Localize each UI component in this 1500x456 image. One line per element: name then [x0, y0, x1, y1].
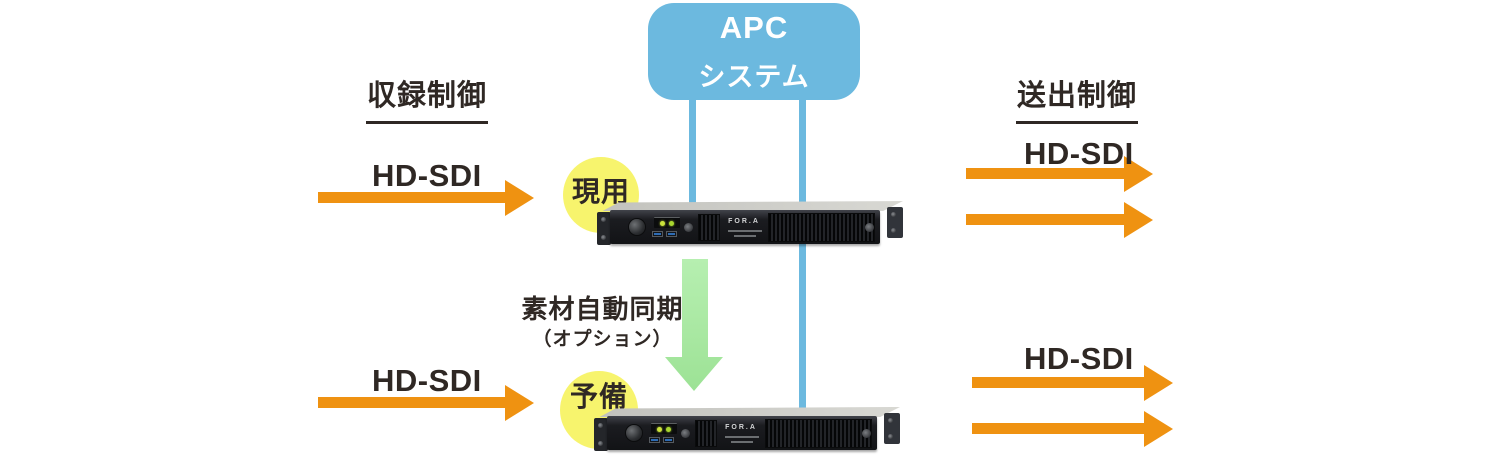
panel-screw-icon: [865, 223, 874, 232]
server-standby: FOR.A: [594, 407, 900, 456]
control-line-standby: [799, 97, 806, 415]
playout-control-heading: 送出制御: [1016, 72, 1139, 124]
panel-screw-icon: [684, 223, 693, 232]
output-arrow-top-1-icon: [966, 155, 1153, 192]
panel-screw-icon: [681, 429, 690, 438]
rack-ear-left: [594, 418, 608, 451]
arrow-shaft: [972, 377, 1144, 388]
arrow-head-icon: [1124, 201, 1153, 238]
sync-option-note: （オプション）: [532, 329, 673, 350]
server-front-panel: FOR.A: [607, 416, 877, 450]
arrow-shaft: [966, 214, 1124, 225]
usb-port-icon: [649, 437, 660, 443]
status-led-icon: [657, 426, 662, 432]
input-arrow-top-icon: [318, 179, 534, 216]
screw-hole-icon: [598, 441, 603, 446]
control-line-active: [689, 97, 696, 209]
server-model-text-line: [734, 235, 756, 237]
apc-system-title-line2: システム: [698, 61, 810, 92]
arrow-shaft: [966, 168, 1124, 179]
screw-hole-icon: [888, 434, 893, 439]
record-control-heading: 収録制御: [366, 72, 489, 124]
usb-port-icon: [652, 231, 663, 237]
status-led-panel: [651, 423, 677, 434]
arrow-head-icon: [1144, 410, 1173, 447]
vent-grille: [698, 214, 720, 241]
server-top-face: [602, 201, 903, 211]
hd-sdi-label-output-top: HD-SDI: [1024, 136, 1134, 171]
rack-ear-right: [887, 207, 903, 238]
server-active: FOR.A: [597, 201, 903, 251]
status-led-icon: [666, 426, 671, 432]
vent-grille: [695, 420, 717, 447]
rack-ear-left: [597, 212, 611, 245]
output-arrow-top-2-icon: [966, 201, 1153, 238]
server-brand-logo: FOR.A: [725, 424, 757, 431]
vent-grille: [765, 419, 872, 448]
sync-label: 素材自動同期: [521, 294, 684, 324]
hd-sdi-label-input-top: HD-SDI: [372, 158, 482, 193]
server-top-face: [599, 407, 900, 417]
arrow-head-icon: [505, 384, 534, 421]
screw-hole-icon: [891, 212, 896, 217]
arrow-head-icon: [505, 179, 534, 216]
arrow-shaft: [318, 397, 505, 408]
screw-hole-icon: [598, 423, 603, 428]
usb-port-icon: [663, 437, 674, 443]
server-brand-logo: FOR.A: [728, 218, 760, 225]
screw-hole-icon: [888, 418, 893, 423]
power-knob-icon: [629, 219, 645, 235]
status-led-icon: [669, 220, 674, 226]
hd-sdi-label-output-bottom: HD-SDI: [1024, 341, 1134, 376]
power-knob-icon: [626, 425, 642, 441]
status-led-icon: [660, 220, 665, 226]
screw-hole-icon: [601, 235, 606, 240]
input-arrow-bottom-icon: [318, 384, 534, 421]
server-front-panel: FOR.A: [610, 210, 880, 244]
active-unit-label: 現用: [571, 176, 630, 207]
screw-hole-icon: [891, 228, 896, 233]
apc-system-title-line1: APC: [719, 9, 789, 45]
panel-screw-icon: [862, 429, 871, 438]
arrow-head-icon: [1124, 155, 1153, 192]
output-arrow-bottom-1-icon: [972, 364, 1173, 401]
apc-system-box: APC システム: [648, 3, 860, 100]
standby-unit-label: 予備: [569, 381, 628, 412]
vent-grille: [768, 213, 875, 242]
arrow-head-icon: [1144, 364, 1173, 401]
rack-ear-right: [884, 413, 900, 444]
output-arrow-bottom-2-icon: [972, 410, 1173, 447]
server-model-text-line: [731, 441, 753, 443]
server-model-text-line: [725, 436, 759, 438]
status-led-panel: [654, 217, 680, 228]
screw-hole-icon: [601, 217, 606, 222]
usb-port-icon: [666, 231, 677, 237]
arrow-shaft: [318, 192, 505, 203]
arrow-shaft: [972, 423, 1144, 434]
server-model-text-line: [728, 230, 762, 232]
hd-sdi-label-input-bottom: HD-SDI: [372, 363, 482, 398]
